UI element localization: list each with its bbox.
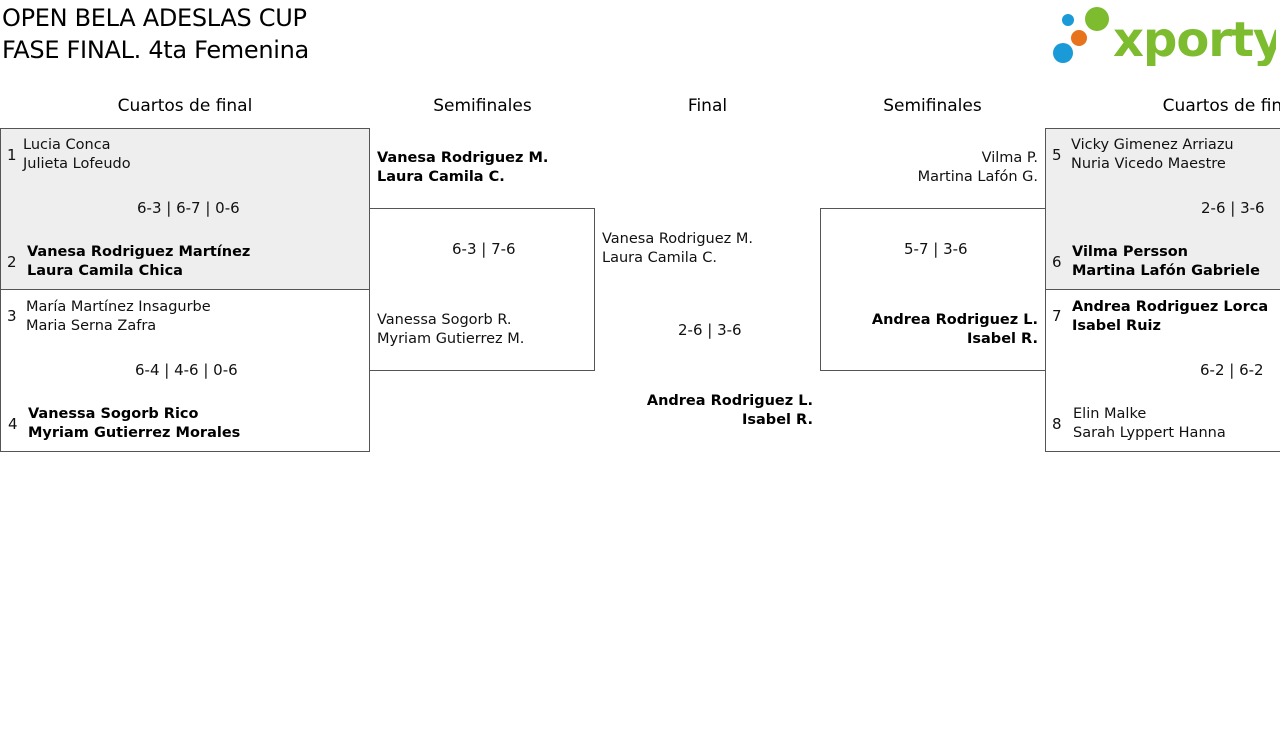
seed-number: 2 xyxy=(7,253,17,271)
player-name-winner: Isabel Ruiz xyxy=(1072,318,1161,334)
logo-dot-blue xyxy=(1053,43,1073,63)
sf-left-right-line xyxy=(594,208,595,371)
player-name: Sarah Lyppert Hanna xyxy=(1073,425,1226,441)
match-score: 5-7 | 3-6 xyxy=(904,240,968,258)
sf-left-top-line xyxy=(369,208,595,209)
column-header-sf-right: Semifinales xyxy=(883,96,982,116)
page-subtitle: FASE FINAL. 4ta Femenina xyxy=(2,36,309,64)
seed-number: 6 xyxy=(1052,253,1062,271)
champion-name: Isabel R. xyxy=(742,412,813,428)
player-name: Lucia Conca xyxy=(23,137,111,153)
logo-dot-blue-small xyxy=(1062,14,1074,26)
player-name: Vanessa Sogorb R. xyxy=(377,312,512,328)
player-name-winner: Laura Camila C. xyxy=(377,169,505,185)
match-score: 6-4 | 4-6 | 0-6 xyxy=(135,361,238,379)
player-name-winner: Myriam Gutierrez Morales xyxy=(28,425,241,441)
qf-match-3[interactable] xyxy=(1045,128,1280,290)
logo-dot-orange xyxy=(1071,30,1087,46)
player-name-winner: Vanesa Rodriguez Martínez xyxy=(27,244,251,260)
column-header-sf-left: Semifinales xyxy=(433,96,532,116)
column-header-qf-right: Cuartos de final xyxy=(1162,96,1280,116)
sf-right-bottom-line xyxy=(820,370,1046,371)
match-score: 6-3 | 6-7 | 0-6 xyxy=(137,199,240,217)
logo-text: xporty xyxy=(1113,12,1276,66)
champion-name: Andrea Rodriguez L. xyxy=(646,393,813,409)
player-name: Martina Lafón G. xyxy=(917,169,1038,185)
player-name: Nuria Vicedo Maestre xyxy=(1071,156,1226,172)
player-name-winner: Andrea Rodriguez L. xyxy=(871,312,1038,328)
column-header-qf-left: Cuartos de final xyxy=(117,96,253,116)
match-score: 6-3 | 7-6 xyxy=(452,240,516,258)
player-name: Julieta Lofeudo xyxy=(23,156,131,172)
seed-number: 1 xyxy=(7,146,17,164)
logo-dot-green xyxy=(1085,7,1109,31)
xporty-logo-icon: xporty xyxy=(1053,7,1280,68)
seed-number: 8 xyxy=(1052,415,1062,433)
player-name: Vicky Gimenez Arriazu xyxy=(1071,137,1234,153)
sf-right-left-line xyxy=(820,208,821,371)
sf-left-bottom-line xyxy=(369,370,595,371)
qf-match-1[interactable] xyxy=(0,128,370,290)
seed-number: 7 xyxy=(1052,307,1062,325)
player-name-winner: Vilma Persson xyxy=(1072,244,1189,260)
player-name-winner: Vanessa Sogorb Rico xyxy=(28,406,199,422)
page-title: OPEN BELA ADESLAS CUP xyxy=(2,4,307,32)
match-score: 2-6 | 3-6 xyxy=(1201,199,1265,217)
player-name: Vanesa Rodriguez M. xyxy=(602,231,753,247)
player-name-winner: Vanesa Rodriguez M. xyxy=(377,150,549,166)
match-score: 6-2 | 6-2 xyxy=(1200,361,1264,379)
match-score: 2-6 | 3-6 xyxy=(678,321,742,339)
seed-number: 4 xyxy=(8,415,18,433)
player-name: Vilma P. xyxy=(981,150,1038,166)
player-name-winner: Laura Camila Chica xyxy=(27,263,183,279)
seed-number: 3 xyxy=(7,307,17,325)
player-name: Myriam Gutierrez M. xyxy=(377,331,525,347)
xporty-logo[interactable]: xporty xyxy=(1052,4,1280,68)
seed-number: 5 xyxy=(1052,146,1062,164)
player-name: Maria Serna Zafra xyxy=(26,318,157,334)
player-name-winner: Martina Lafón Gabriele xyxy=(1072,263,1260,279)
sf-right-top-line xyxy=(820,208,1046,209)
player-name: Laura Camila C. xyxy=(602,250,718,266)
player-name-winner: Isabel R. xyxy=(967,331,1038,347)
player-name: María Martínez Insagurbe xyxy=(26,299,211,315)
player-name-winner: Andrea Rodriguez Lorca xyxy=(1072,299,1269,315)
player-name: Elin Malke xyxy=(1073,406,1147,422)
column-header-final: Final xyxy=(687,96,728,116)
